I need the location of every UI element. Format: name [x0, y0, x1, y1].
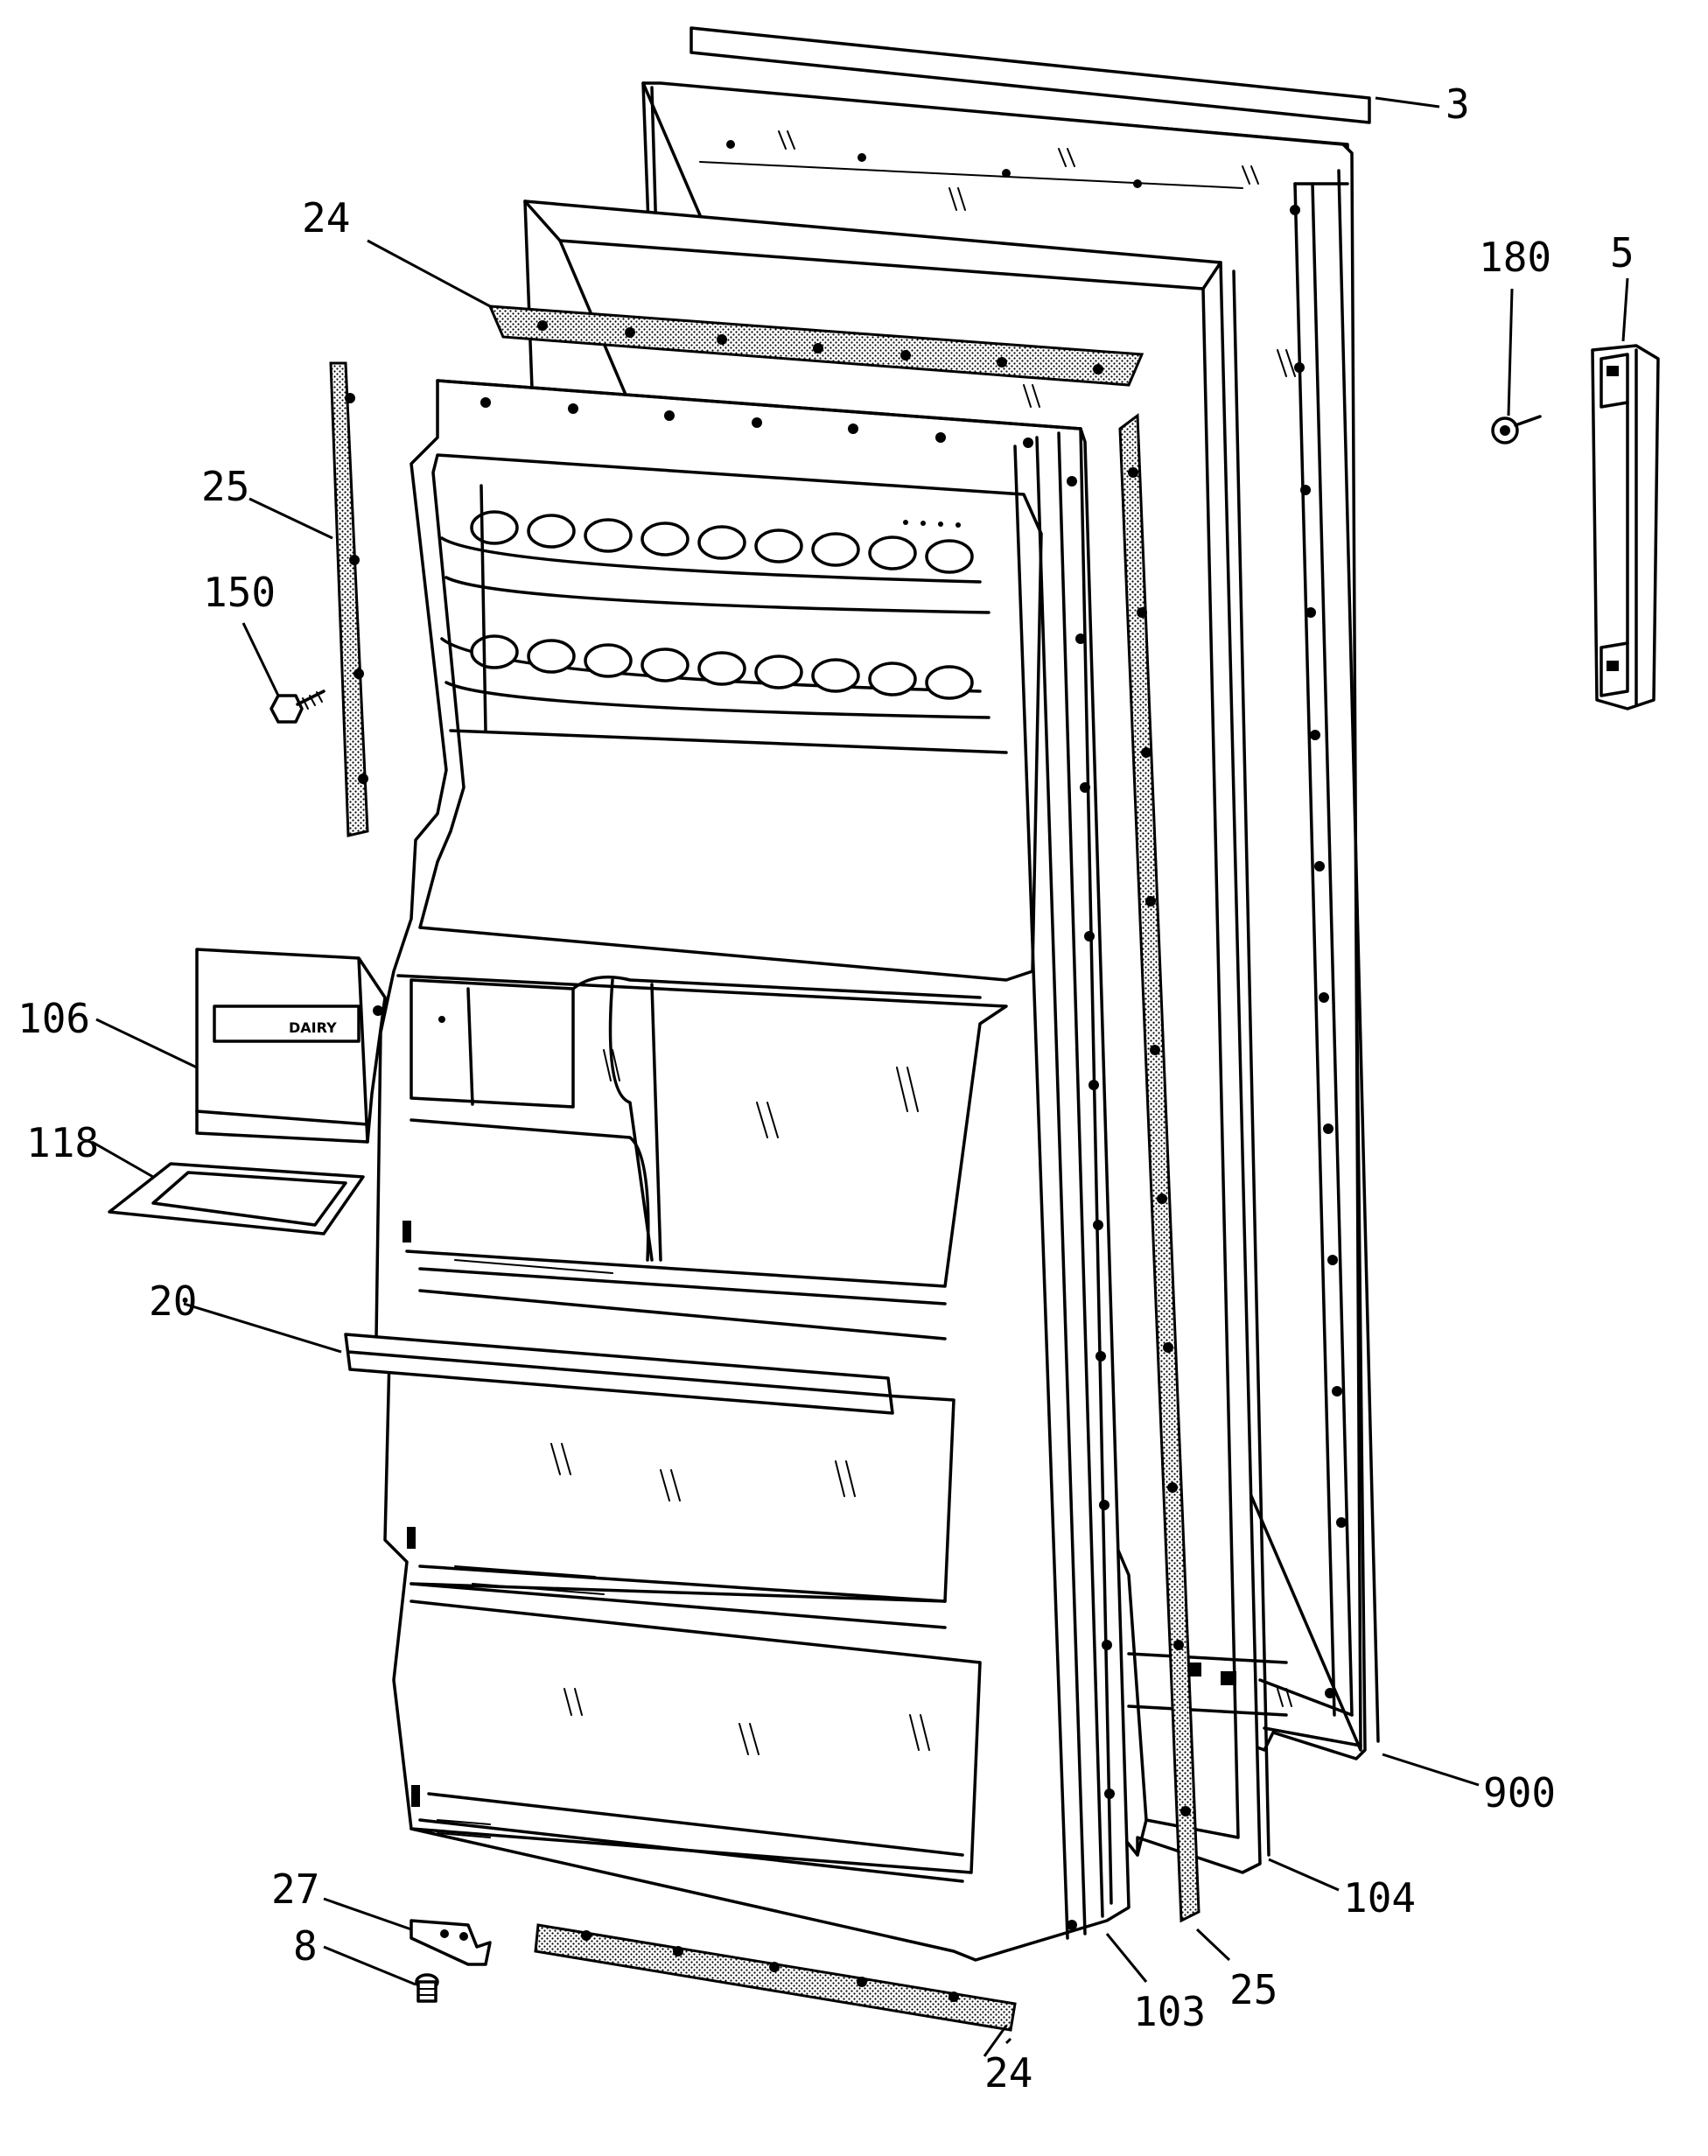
callout-27: 27	[271, 1866, 319, 1913]
leader-25-left	[248, 497, 333, 540]
callout-5: 5	[1610, 229, 1634, 276]
callout-3: 3	[1446, 80, 1470, 128]
leader-27	[323, 1897, 412, 1931]
leader-25-right	[1195, 1928, 1231, 1962]
callout-118: 118	[26, 1119, 99, 1166]
egg-cups-upper	[470, 510, 974, 574]
callout-8: 8	[293, 1922, 318, 1970]
callout-180: 180	[1479, 234, 1551, 281]
leader-150	[242, 622, 280, 696]
callout-24-top: 24	[302, 194, 350, 242]
callout-25-left: 25	[201, 463, 249, 510]
leader-24-top	[367, 239, 491, 308]
callout-103: 103	[1133, 1988, 1206, 2035]
leader-24-bottom-b	[983, 2025, 1008, 2057]
leader-106	[95, 1018, 198, 1069]
gasket-strip-part-25-left	[329, 361, 369, 837]
dairy-label: DAIRY	[289, 1019, 337, 1036]
screw-part-180	[1491, 415, 1542, 444]
leader-118	[91, 1140, 154, 1179]
screw-part-150	[270, 690, 326, 724]
callout-104: 104	[1343, 1874, 1416, 1922]
hinge-bracket-part-27	[410, 1919, 492, 1966]
callout-24-bottom: 24	[984, 2049, 1032, 2096]
gasket-strip-part-24-bottom	[534, 1923, 1017, 2032]
leader-20	[183, 1302, 342, 1354]
egg-cups-lower	[470, 634, 974, 700]
callout-labels: 3 5 180 24 25 150 106 118 20 27 8 24 103…	[18, 80, 1634, 2096]
leader-3	[1375, 96, 1440, 108]
leader-lines	[91, 96, 1629, 2057]
callout-150: 150	[203, 569, 276, 616]
leader-8	[323, 1945, 416, 1986]
door-handle-part-5	[1591, 344, 1660, 710]
hinge-pin-part-8	[415, 1973, 439, 2003]
callout-25-right: 25	[1229, 1966, 1278, 2013]
inner-door-liner-part-103	[374, 379, 1130, 1962]
leader-24-bottom	[1004, 2037, 1012, 2045]
leader-180	[1507, 288, 1514, 416]
dairy-door-part-106: DAIRY	[195, 948, 387, 1144]
callout-106: 106	[18, 995, 90, 1042]
top-cap-part-3	[690, 26, 1371, 124]
gasket-strip-part-25-right	[1118, 413, 1200, 1923]
leader-900	[1382, 1753, 1480, 1787]
gasket-strip-part-24-top	[487, 304, 1144, 387]
leader-5	[1621, 277, 1629, 342]
dairy-tray-part-118	[108, 1162, 365, 1236]
leader-103	[1105, 1933, 1148, 1983]
callout-900: 900	[1483, 1769, 1556, 1816]
callout-20: 20	[149, 1278, 197, 1325]
leader-104	[1268, 1858, 1340, 1892]
shelf-bar-part-20	[344, 1333, 894, 1415]
